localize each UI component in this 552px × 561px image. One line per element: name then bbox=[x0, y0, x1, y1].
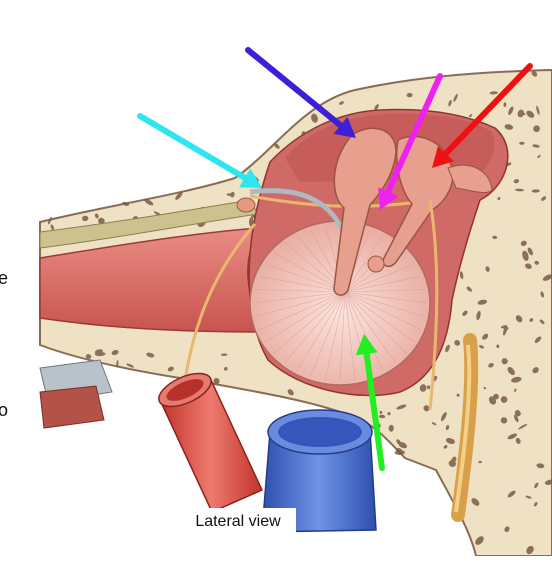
internal-jugular-vein bbox=[261, 409, 377, 533]
pointer-arrows bbox=[137, 47, 533, 471]
green-arrow bbox=[355, 334, 385, 471]
facial-nerve bbox=[428, 199, 439, 411]
small-nerve-knot bbox=[236, 197, 256, 213]
incus-lenticular-process bbox=[367, 255, 385, 273]
malleus bbox=[333, 127, 397, 296]
styloid-nerve-highlight bbox=[454, 344, 472, 513]
cyan-arrow bbox=[137, 113, 262, 188]
chorda-tympani-nerve bbox=[249, 194, 431, 208]
internal-carotid-artery bbox=[158, 372, 264, 513]
bone-trabeculae bbox=[47, 70, 552, 555]
incus-short-process bbox=[447, 164, 493, 194]
tensor-tympani-tendon bbox=[249, 188, 348, 236]
blue-arrow bbox=[245, 47, 356, 138]
nerve-descending bbox=[183, 223, 257, 381]
muscle-fibers bbox=[39, 385, 105, 429]
magenta-arrow bbox=[378, 73, 443, 210]
cut-off-text-upper: e bbox=[0, 268, 9, 288]
view-caption: Lateral view bbox=[180, 508, 296, 536]
cut-off-text-lower: o bbox=[0, 400, 9, 420]
red-arrow bbox=[432, 63, 533, 168]
